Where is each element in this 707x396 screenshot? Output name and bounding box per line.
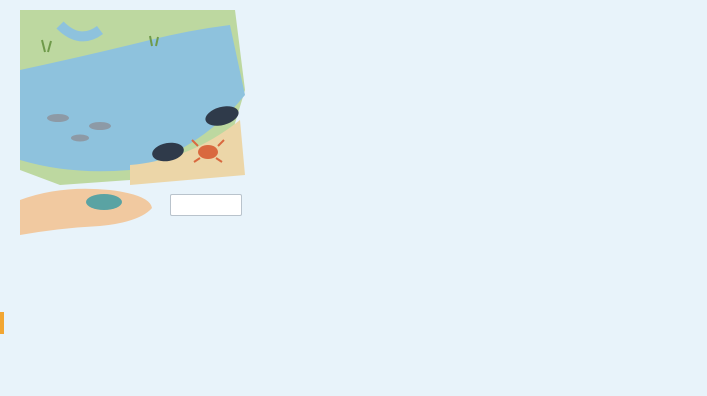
hand-microplastics-icon	[20, 189, 152, 235]
river-estuary-icon	[20, 10, 245, 185]
blank-label-box	[170, 194, 242, 216]
orange-edge-mark	[0, 312, 4, 334]
